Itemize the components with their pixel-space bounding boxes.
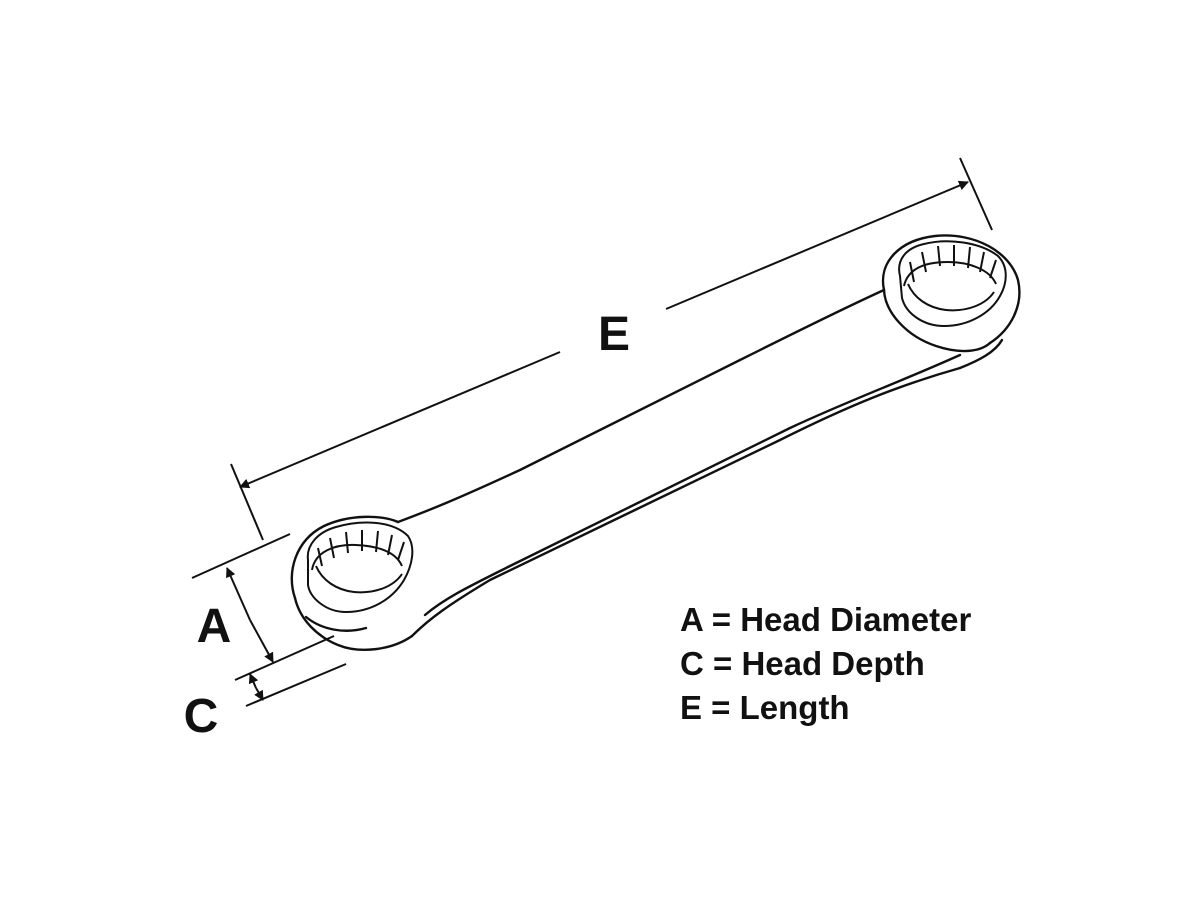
head-depth-extension-bottom (245, 663, 347, 707)
shank-bottom-edge (410, 366, 962, 638)
head-diameter-dimension (191, 533, 335, 681)
length-extension-line-left (230, 463, 264, 541)
head-depth-dimension-line-a (248, 673, 259, 689)
length-label: E (598, 308, 630, 361)
lower-head-outline (290, 515, 400, 600)
dimension-legend: A = Head Diameter C = Head Depth E = Len… (680, 598, 971, 730)
lower-head-depth-edge (304, 615, 368, 632)
shank-top-edge (396, 288, 886, 524)
head-diameter-dimension-line-b (249, 619, 274, 663)
head-depth-label: C (184, 690, 219, 743)
shank-middle-edge (423, 353, 962, 617)
box-end-wrench-icon (290, 234, 1021, 651)
head-diameter-extension-top (191, 533, 291, 579)
legend-head-diameter: A = Head Diameter (680, 601, 972, 638)
upper-head-outline (881, 234, 1021, 345)
upper-box-opening (898, 240, 1007, 327)
length-dimension (230, 157, 993, 541)
head-diameter-extension-bottom (234, 635, 335, 681)
head-depth-dimension-line-b (254, 687, 264, 701)
upper-head-face (882, 288, 992, 353)
head-diameter-label: A (197, 600, 232, 653)
lower-head-face (293, 596, 414, 651)
length-extension-line-right (959, 157, 993, 231)
length-dimension-line-right (665, 180, 969, 310)
legend-head-depth: C = Head Depth (680, 645, 925, 682)
lower-box-opening (306, 521, 414, 613)
head-depth-dimension (245, 663, 347, 707)
length-dimension-line-left (239, 351, 561, 489)
legend-length: E = Length (680, 689, 850, 726)
upper-head-depth-edge (958, 338, 1004, 370)
head-diameter-dimension-line-a (226, 567, 251, 621)
